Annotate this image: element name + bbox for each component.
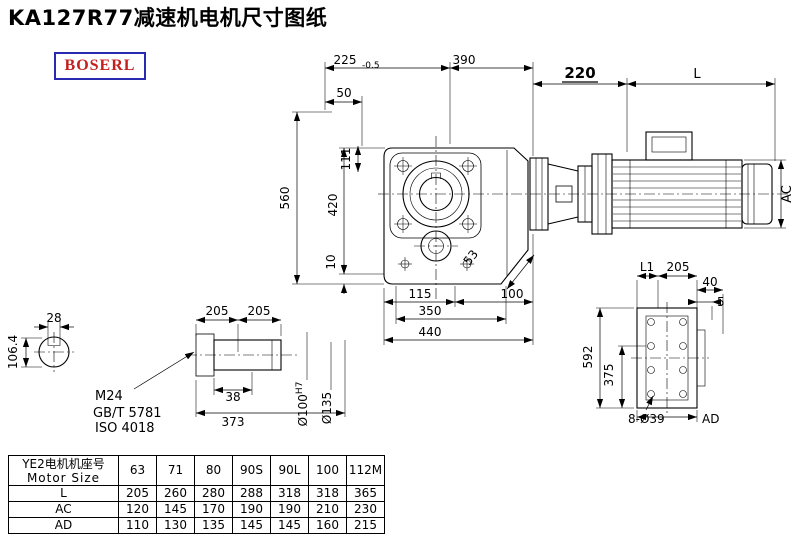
shaft-section-view bbox=[38, 336, 70, 368]
bore-fit: H7 bbox=[295, 382, 305, 395]
dim-label-390: 390 bbox=[453, 53, 476, 67]
page-title: KA127R77减速机电机尺寸图纸 bbox=[8, 6, 328, 30]
table-header-cn: YE2电机机座号 bbox=[22, 456, 105, 471]
dim-label-420: 420 bbox=[326, 194, 340, 217]
hollow-shaft-detail bbox=[195, 333, 282, 377]
dim-label-205-right: 205 bbox=[248, 304, 271, 318]
dim-label-10: 10 bbox=[324, 254, 338, 269]
dim-label-L1: L1 bbox=[640, 260, 654, 274]
table-header-size-112M: 112M bbox=[346, 455, 385, 486]
dim-label-373: 373 bbox=[222, 415, 245, 429]
table-cell: 288 bbox=[232, 485, 271, 502]
dim-label-350: 350 bbox=[419, 304, 442, 318]
label-8-holes: 8-Ø39 bbox=[628, 412, 665, 426]
table-header-row: YE2电机机座号 Motor Size 63 71 80 90S 90L 100… bbox=[8, 455, 385, 486]
dimension-lines bbox=[22, 64, 785, 421]
table-cell: 135 bbox=[194, 517, 233, 534]
row-label-AC: AC bbox=[8, 501, 119, 518]
table-cell: 145 bbox=[270, 517, 309, 534]
dim-label-115: 115 bbox=[409, 287, 432, 301]
dim-label-5: 5 bbox=[717, 295, 725, 309]
dim-label-106-4: 106.4 bbox=[6, 335, 20, 369]
dim-label-40: 40 bbox=[702, 275, 717, 289]
dim-label-560: 560 bbox=[278, 187, 292, 210]
dim-label-bore: Ø100H7 bbox=[295, 382, 310, 427]
table-cell: 210 bbox=[308, 501, 347, 518]
bore-value: Ø100 bbox=[296, 394, 310, 426]
dim-label-38: 38 bbox=[225, 390, 240, 404]
table-row-AC: AC 120 145 170 190 190 210 230 bbox=[8, 501, 385, 518]
dim-label-53: 53 bbox=[461, 247, 481, 268]
table-header-size-71: 71 bbox=[156, 455, 195, 486]
table-cell: 145 bbox=[156, 501, 195, 518]
output-flange-view bbox=[636, 307, 706, 409]
table-cell: 230 bbox=[346, 501, 385, 518]
dim-label-225: 225 bbox=[334, 53, 357, 67]
dim-label-111: 111 bbox=[339, 148, 353, 171]
table-row-L: L 205 260 280 288 318 318 365 bbox=[8, 485, 385, 502]
dim-label-205-flange: 205 bbox=[667, 260, 690, 274]
table-cell: 215 bbox=[346, 517, 385, 534]
dim-label-L: L bbox=[693, 67, 701, 82]
motor-size-table: YE2电机机座号 Motor Size 63 71 80 90S 90L 100… bbox=[8, 455, 385, 534]
table-cell: 145 bbox=[232, 517, 271, 534]
centerlines bbox=[34, 136, 790, 414]
table-cell: 190 bbox=[232, 501, 271, 518]
table-cell: 160 bbox=[308, 517, 347, 534]
table-cell: 318 bbox=[308, 485, 347, 502]
table-header-size-90L: 90L bbox=[270, 455, 309, 486]
table-row-AD: AD 110 130 135 145 145 160 215 bbox=[8, 517, 385, 534]
label-iso-standard: ISO 4018 bbox=[95, 421, 155, 436]
brand-logo: BOSERL bbox=[54, 52, 146, 80]
dim-label-205-left: 205 bbox=[206, 304, 229, 318]
motor-side-view bbox=[529, 131, 773, 235]
table-header-size-100: 100 bbox=[308, 455, 347, 486]
table-header-size-63: 63 bbox=[118, 455, 157, 486]
table-cell: 190 bbox=[270, 501, 309, 518]
dim-label-AC: AC bbox=[780, 185, 795, 203]
dim-label-28: 28 bbox=[46, 311, 61, 325]
extension-lines bbox=[21, 62, 786, 422]
coupling-section bbox=[555, 185, 573, 203]
table-cell: 120 bbox=[118, 501, 157, 518]
row-label-L: L bbox=[8, 485, 119, 502]
dim-label-440: 440 bbox=[419, 325, 442, 339]
table-header-en: Motor Size bbox=[26, 470, 101, 485]
table-cell: 205 bbox=[118, 485, 157, 502]
table-cell: 130 bbox=[156, 517, 195, 534]
holes-leader-line bbox=[645, 395, 654, 411]
motor-fins bbox=[613, 166, 741, 222]
dim-label-100: 100 bbox=[501, 287, 524, 301]
table-header-motor-size: YE2电机机座号 Motor Size bbox=[8, 455, 119, 486]
dimension-labels: 225 -0.5 390 220 L 50 111 560 420 10 115… bbox=[6, 53, 795, 436]
table-cell: 170 bbox=[194, 501, 233, 518]
row-label-AD: AD bbox=[8, 517, 119, 534]
table-header-size-80: 80 bbox=[194, 455, 233, 486]
table-header-size-90S: 90S bbox=[232, 455, 271, 486]
fan-cover bbox=[741, 163, 773, 225]
flange-bolt-holes bbox=[394, 157, 477, 271]
label-m24: M24 bbox=[95, 389, 123, 404]
dim-label-375: 375 bbox=[602, 364, 616, 387]
dim-label-50: 50 bbox=[336, 86, 351, 100]
m24-leader-line bbox=[133, 351, 195, 390]
gearbox-front-view bbox=[383, 147, 529, 285]
table-cell: 318 bbox=[270, 485, 309, 502]
table-cell: 260 bbox=[156, 485, 195, 502]
table-cell: 365 bbox=[346, 485, 385, 502]
terminal-box bbox=[645, 131, 693, 161]
dim-label-592: 592 bbox=[581, 346, 595, 369]
dim-label-225-tol: -0.5 bbox=[362, 61, 380, 71]
table-cell: 280 bbox=[194, 485, 233, 502]
dim-label-135: Ø135 bbox=[320, 392, 334, 424]
dim-label-220: 220 bbox=[564, 64, 595, 82]
label-gb-standard: GB/T 5781 bbox=[93, 406, 162, 421]
dim-label-AD: AD bbox=[702, 412, 719, 426]
table-cell: 110 bbox=[118, 517, 157, 534]
